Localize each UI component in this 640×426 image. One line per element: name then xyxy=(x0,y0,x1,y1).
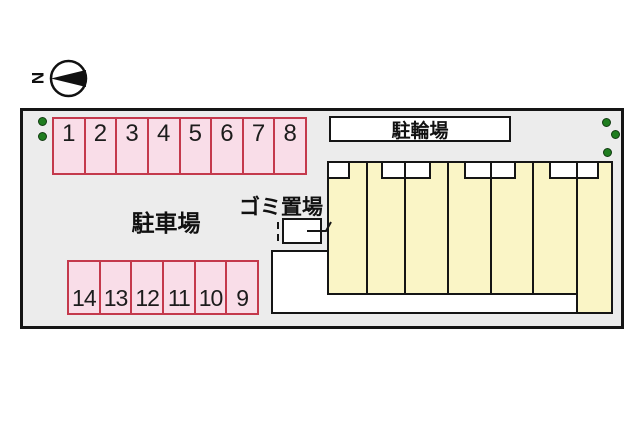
building-unit-divider xyxy=(490,161,492,295)
parking-row-bottom: 14 13 12 11 10 9 xyxy=(67,260,259,315)
garbage-gate-dash xyxy=(277,222,279,229)
building xyxy=(327,161,613,295)
parking-stall-3: 3 xyxy=(117,119,149,173)
compass-north-label: N xyxy=(28,71,47,85)
building-unit-divider xyxy=(366,161,368,295)
parking-stall-4: 4 xyxy=(149,119,181,173)
garbage-area-label: ゴミ置場 xyxy=(239,196,323,219)
parking-stall-8: 8 xyxy=(283,120,297,147)
building-entrance-notch xyxy=(381,161,431,179)
building-entrance-notch xyxy=(549,161,599,179)
building-unit-divider xyxy=(447,161,449,295)
parking-stall-7: 7 xyxy=(244,119,276,173)
parking-stall-5: 5 xyxy=(181,119,213,173)
shrub-dot xyxy=(603,148,612,157)
parking-stall-9: 9 xyxy=(236,285,249,311)
garbage-door-mark-icon xyxy=(307,221,332,232)
building-unit-divider xyxy=(576,161,578,295)
compass-icon xyxy=(49,59,88,98)
building-unit-divider xyxy=(532,161,534,295)
parking-stall-1: 1 xyxy=(54,119,86,173)
parking-row-top: 1 2 3 4 5 6 7 8 xyxy=(52,117,307,175)
garbage-gate-dash xyxy=(277,234,279,241)
building-unit-divider xyxy=(404,161,406,295)
bicycle-parking-box: 駐輪場 xyxy=(329,116,511,142)
parking-stall-13: 13 xyxy=(101,262,133,313)
parking-stall-6: 6 xyxy=(212,119,244,173)
parking-area-label: 駐車場 xyxy=(131,210,201,236)
parking-stall-11: 11 xyxy=(164,262,196,313)
building-entrance-notch xyxy=(327,161,350,179)
bicycle-parking-label: 駐輪場 xyxy=(391,120,449,142)
parking-stall-10: 10 xyxy=(196,262,228,313)
building-extension xyxy=(576,293,613,314)
parking-stall-12: 12 xyxy=(132,262,165,313)
shrub-dot xyxy=(602,118,611,127)
parking-stall-14: 14 xyxy=(69,262,101,313)
parking-stall-2: 2 xyxy=(86,119,118,173)
walkway-horizontal xyxy=(273,295,576,314)
shrub-dot xyxy=(611,130,620,139)
shrub-dot xyxy=(38,132,47,141)
shrub-dot xyxy=(38,117,47,126)
